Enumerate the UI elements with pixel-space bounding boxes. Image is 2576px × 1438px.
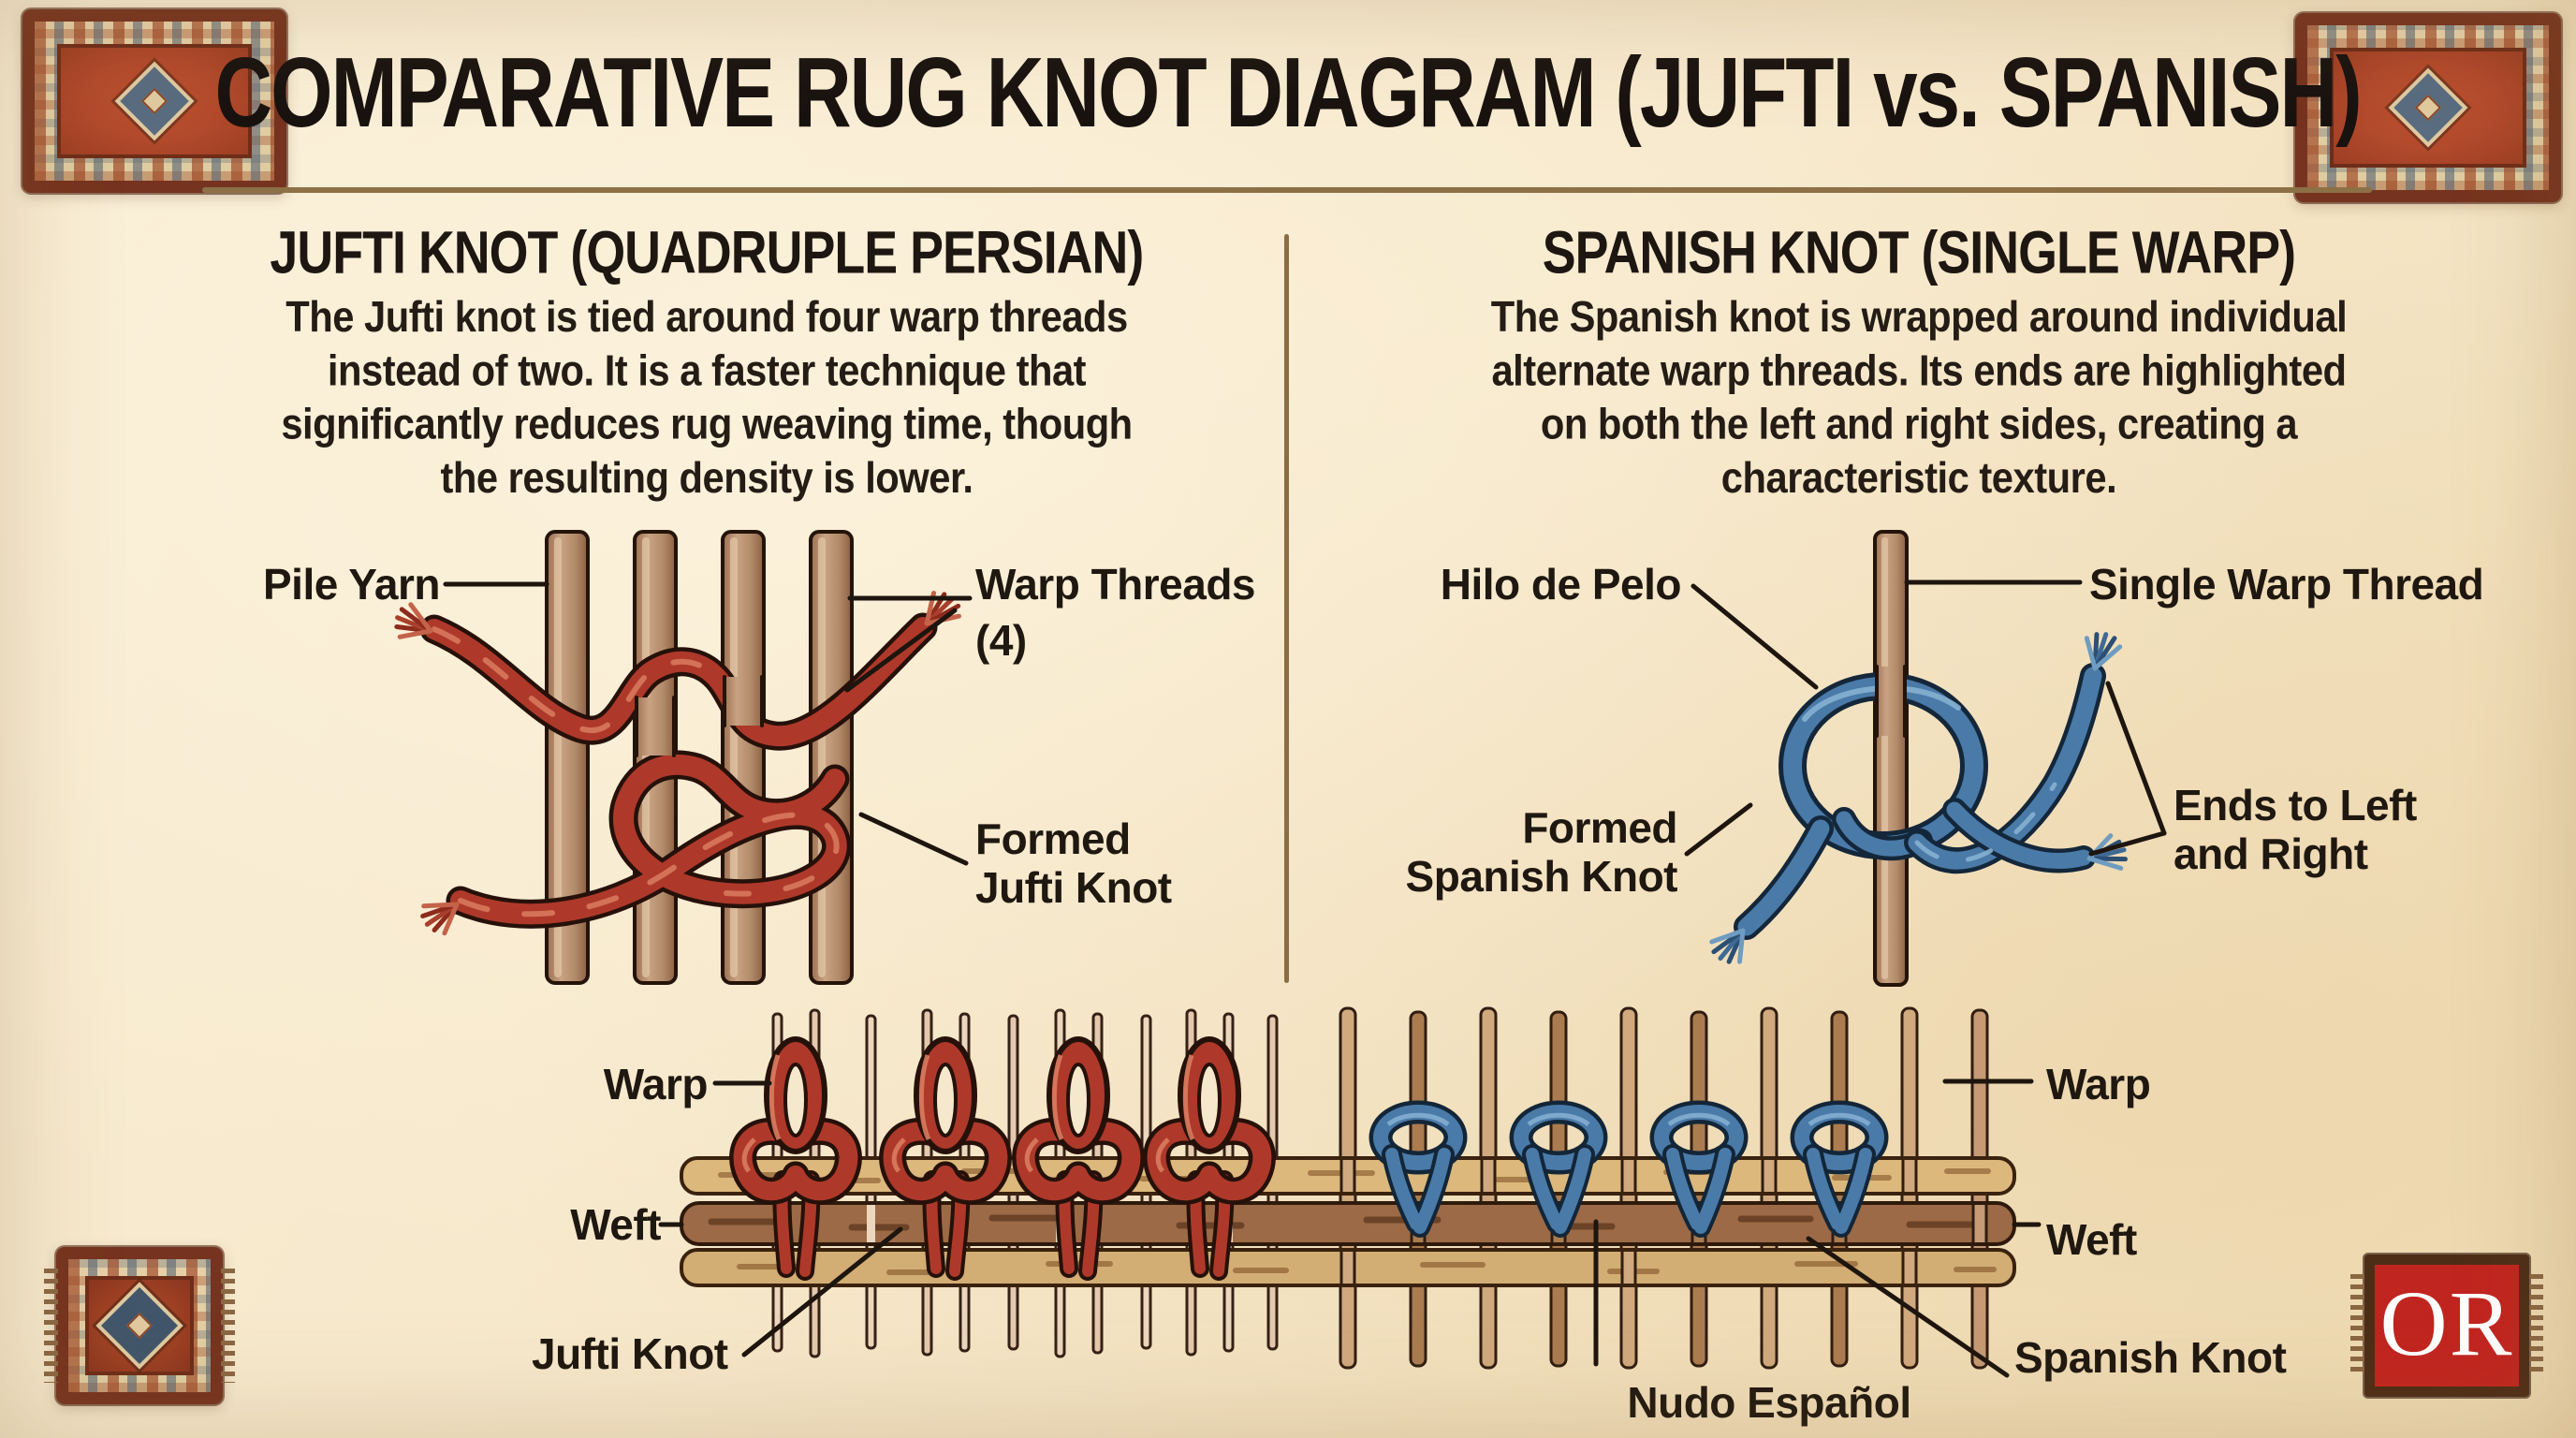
jufti-knot-diagram	[374, 530, 973, 985]
description-line: The Spanish knot is wrapped around indiv…	[1490, 293, 2348, 342]
label-single-warp-thread: Single Warp Thread	[2089, 560, 2484, 609]
label-warp-threads: Warp Threads	[975, 560, 1256, 609]
spanish-heading: SPANISH KNOT (SINGLE WARP)	[1542, 218, 2296, 286]
label-formed-spanish-knot: Formed Spanish Knot	[1405, 803, 1678, 901]
brand-logo: OR	[2350, 1255, 2543, 1397]
label-warp-threads-count: (4)	[975, 616, 1027, 665]
connector-lines	[443, 581, 973, 866]
label-spanish-knot: Spanish Knot	[2014, 1333, 2287, 1382]
rug-border-band	[68, 1259, 211, 1392]
description-line: on both the left and right sides, creati…	[1540, 400, 2298, 449]
jufti-pile-yarn	[390, 586, 964, 938]
spanish-description: The Spanish knot is wrapped around indiv…	[1356, 291, 2482, 506]
rug-ornament-top-right	[2295, 13, 2561, 202]
description-line: the resulting density is lower.	[440, 453, 973, 503]
label-nudo-espanol: Nudo Español	[1627, 1378, 1911, 1427]
label-warp-right: Warp	[2046, 1060, 2151, 1108]
rug-border-band	[2307, 25, 2549, 190]
rug-medallion-diamond	[95, 1282, 183, 1370]
label-hilo-de-pelo: Hilo de Pelo	[1440, 560, 1682, 609]
label-weft-right: Weft	[2046, 1215, 2137, 1264]
description-line: alternate warp threads. Its ends are hig…	[1491, 346, 2347, 396]
rug-field	[85, 1276, 194, 1375]
description-line: characteristic texture.	[1720, 453, 2117, 503]
title-divider	[202, 187, 2372, 193]
connector-lines	[658, 1078, 2042, 1378]
rug-ornament-top-left	[22, 9, 286, 193]
brand-logo-text: OR	[2379, 1271, 2514, 1375]
page-title: COMPARATIVE RUG KNOT DIAGRAM (JUFTI vs. …	[214, 37, 2363, 149]
single-warp-thread	[1873, 530, 1909, 987]
jufti-section: JUFTI KNOT (QUADRUPLE PERSIAN) The Jufti…	[131, 217, 1282, 503]
label-weft-left: Weft	[570, 1200, 661, 1249]
label-jufti-knot: Jufti Knot	[532, 1329, 728, 1378]
rug-field	[2330, 48, 2526, 168]
jufti-heading: JUFTI KNOT (QUADRUPLE PERSIAN)	[270, 218, 1145, 286]
label-pile-yarn: Pile Yarn	[262, 560, 441, 609]
spanish-pile-yarn	[1708, 628, 2127, 970]
description-line: instead of two. It is a faster technique…	[327, 346, 1087, 396]
weave-comparison-diagram	[658, 1006, 2042, 1378]
rug-ornament-bottom-left	[44, 1247, 235, 1404]
weft-bar-middle	[680, 1201, 2016, 1246]
description-line: significantly reduces rug weaving time, …	[281, 400, 1133, 449]
spanish-section: SPANISH KNOT (SINGLE WARP) The Spanish k…	[1339, 217, 2499, 503]
label-warp-left: Warp	[603, 1060, 709, 1108]
column-divider	[1284, 234, 1289, 983]
label-ends-left-right: Ends to Left and Right	[2174, 781, 2417, 878]
description-line: The Jufti knot is tied around four warp …	[285, 293, 1128, 342]
connector-lines	[1684, 580, 2167, 857]
rug-border-band	[35, 22, 274, 181]
rug-medallion-core	[125, 1312, 154, 1340]
spanish-knot-diagram	[1684, 530, 2167, 987]
jufti-description: The Jufti knot is tied around four warp …	[148, 291, 1265, 506]
rug-field	[57, 44, 252, 158]
label-formed-jufti-knot: Formed Jufti Knot	[975, 814, 1172, 912]
